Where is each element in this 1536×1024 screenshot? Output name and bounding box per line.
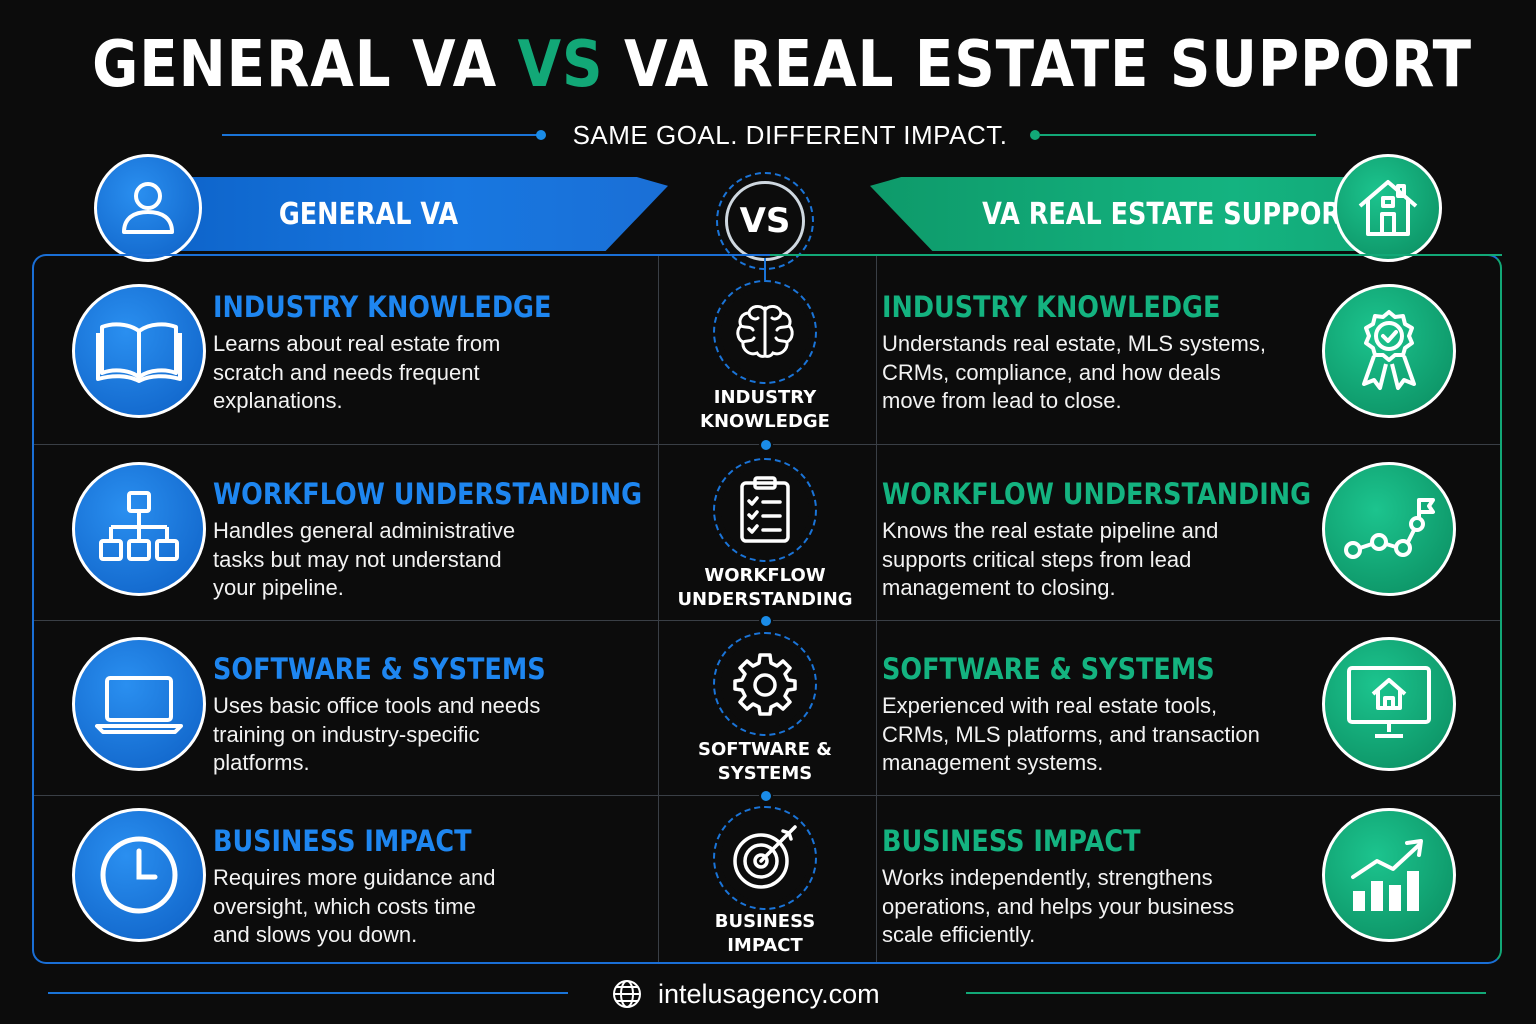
text-line: oversight, which costs time [213, 893, 476, 919]
row-title-real-estate-industry: INDUSTRY KNOWLEDGE [882, 290, 1221, 324]
house-icon [1334, 154, 1442, 262]
subtitle-line-left [222, 134, 542, 136]
row-title-real-estate-workflow: WORKFLOW UNDERSTANDING [882, 477, 1312, 511]
text-line: CRMs, MLS platforms, and transaction [882, 721, 1260, 747]
row-text-real-estate-industry: Understands real estate, MLS systems, CR… [882, 330, 1302, 416]
row-text-real-estate-software: Experienced with real estate tools, CRMs… [882, 692, 1302, 778]
comparison-table [32, 254, 1502, 964]
gear-icon [713, 632, 817, 736]
real-estate-va-header-label: VA REAL ESTATE SUPPORT [982, 196, 1358, 232]
title-general-va: GENERAL VA [92, 28, 498, 102]
org-chart-icon [72, 462, 206, 596]
center-label-industry: INDUSTRY KNOWLEDGE [660, 386, 870, 434]
text-line: your pipeline. [213, 575, 344, 600]
text-line: Experienced with real estate tools, [882, 693, 1218, 718]
subtitle-row: SAME GOAL. DIFFERENT IMPACT. [222, 118, 1316, 152]
monitor-house-icon [1322, 637, 1456, 771]
general-va-header: GENERAL VA [148, 177, 668, 251]
text-line: operations, and helps your business [882, 893, 1235, 919]
real-estate-va-header: VA REAL ESTATE SUPPORT [870, 177, 1390, 251]
frame-top-accent [770, 254, 1502, 256]
text-line: move from lead to close. [882, 388, 1122, 413]
subtitle: SAME GOAL. DIFFERENT IMPACT. [572, 120, 1008, 150]
clock-icon [72, 808, 206, 942]
text-line: supports critical steps from lead [882, 546, 1192, 572]
text-line: explanations. [213, 388, 343, 413]
text-line: Requires more guidance and [213, 865, 496, 890]
center-dot [759, 614, 773, 628]
growth-chart-icon [1322, 808, 1456, 942]
row-text-general-impact: Requires more guidance and oversight, wh… [213, 864, 633, 950]
globe-icon [612, 979, 642, 1009]
center-label-line: IMPACT [727, 935, 803, 956]
column-divider [658, 256, 659, 962]
center-label-line: INDUSTRY [713, 387, 817, 408]
center-label-line: BUSINESS [714, 911, 816, 932]
text-line: training on industry-specific [213, 721, 480, 747]
center-dot [759, 789, 773, 803]
text-line: Learns about real estate from [213, 331, 501, 356]
footer-line-left [48, 992, 568, 994]
center-label-line: KNOWLEDGE [700, 411, 830, 432]
text-line: management systems. [882, 750, 1104, 775]
subtitle-dot-left [536, 130, 546, 140]
text-line: Handles general administrative [213, 518, 516, 543]
center-connector [764, 258, 766, 280]
center-label-workflow: WORKFLOW UNDERSTANDING [660, 564, 870, 612]
text-line: Knows the real estate pipeline and [882, 518, 1219, 543]
text-line: tasks but may not understand [213, 546, 502, 572]
row-text-general-industry: Learns about real estate from scratch an… [213, 330, 633, 416]
path-flag-icon [1322, 462, 1456, 596]
row-title-general-software: SOFTWARE & SYSTEMS [213, 652, 546, 686]
row-text-real-estate-impact: Works independently, strengthens operati… [882, 864, 1302, 950]
column-divider [876, 256, 877, 962]
center-label-impact: BUSINESS IMPACT [660, 910, 870, 958]
text-line: scale efficiently. [882, 922, 1036, 947]
row-text-general-software: Uses basic office tools and needs traini… [213, 692, 633, 778]
center-label-software: SOFTWARE & SYSTEMS [660, 738, 870, 786]
text-line: and slows you down. [213, 922, 418, 947]
title-vs: VS [517, 28, 604, 102]
main-title: GENERAL VA VS VA REAL ESTATE SUPPORT [92, 28, 1471, 102]
text-line: Works independently, strengthens [882, 865, 1213, 890]
center-label-line: WORKFLOW [704, 565, 826, 586]
row-title-general-industry: INDUSTRY KNOWLEDGE [213, 290, 552, 324]
text-line: scratch and needs frequent [213, 359, 480, 385]
subtitle-dot-right [1030, 130, 1040, 140]
center-label-line: SYSTEMS [717, 763, 813, 784]
center-dot [759, 438, 773, 452]
brain-icon [713, 280, 817, 384]
text-line: platforms. [213, 750, 310, 775]
subtitle-line-right [1040, 134, 1316, 136]
vs-badge-label: VS [725, 181, 805, 261]
text-line: Uses basic office tools and needs [213, 693, 541, 718]
title-va-real-estate: VA REAL ESTATE SUPPORT [623, 28, 1472, 102]
laptop-icon [72, 637, 206, 771]
text-line: management to closing. [882, 575, 1116, 600]
clipboard-checklist-icon [713, 458, 817, 562]
user-icon [94, 154, 202, 262]
center-label-line: SOFTWARE & [698, 739, 832, 760]
row-text-real-estate-workflow: Knows the real estate pipeline and suppo… [882, 517, 1302, 603]
book-icon [72, 284, 206, 418]
row-title-real-estate-software: SOFTWARE & SYSTEMS [882, 652, 1215, 686]
footer-website-link[interactable]: intelusagency.com [658, 978, 880, 1009]
row-title-general-workflow: WORKFLOW UNDERSTANDING [213, 477, 643, 511]
row-text-general-workflow: Handles general administrative tasks but… [213, 517, 633, 603]
award-badge-icon [1322, 284, 1456, 418]
footer: intelusagency.com [612, 976, 880, 1012]
general-va-header-label: GENERAL VA [278, 196, 458, 232]
row-title-general-impact: BUSINESS IMPACT [213, 824, 472, 858]
row-title-real-estate-impact: BUSINESS IMPACT [882, 824, 1141, 858]
footer-line-right [966, 992, 1486, 994]
text-line: Understands real estate, MLS systems, [882, 331, 1266, 356]
target-icon [713, 806, 817, 910]
center-label-line: UNDERSTANDING [677, 589, 853, 610]
text-line: CRMs, compliance, and how deals [882, 359, 1221, 385]
